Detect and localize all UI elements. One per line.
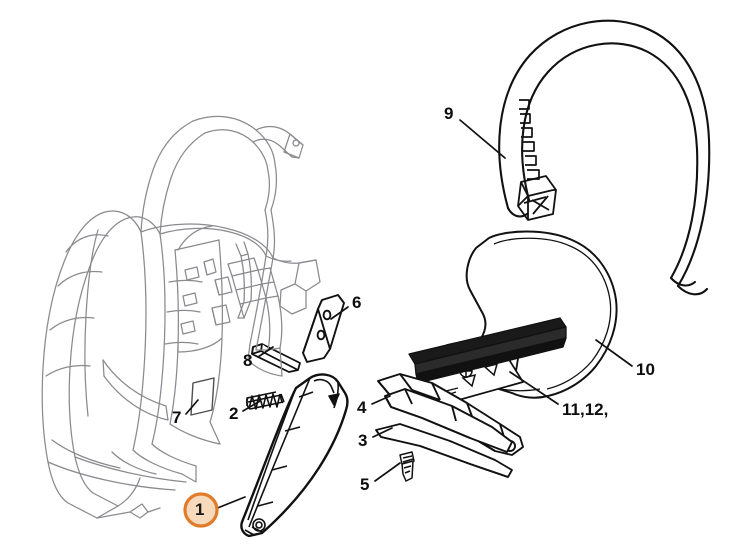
leader-line-9 (459, 119, 506, 159)
callout-1-marker[interactable] (183, 492, 219, 528)
leader-line-2 (242, 400, 261, 412)
callout-label-8: 8 (243, 351, 253, 370)
leader-line-1 (214, 496, 246, 510)
part-3-linkage-rod (375, 423, 513, 478)
callout-label-10: 10 (636, 360, 655, 379)
callout-label-1: 1 (195, 500, 205, 519)
part-9-mount-bracket (517, 175, 557, 221)
callout-label-6: 6 (352, 293, 362, 312)
callout-label-4: 4 (357, 398, 367, 417)
callout-label-2: 2 (229, 404, 239, 423)
callout-label-7: 7 (172, 408, 182, 427)
handle-housing-shell (41, 115, 321, 519)
leader-line-10 (595, 339, 633, 367)
part-2-compression-spring (246, 391, 285, 410)
leader-line-7 (185, 399, 199, 415)
leader-line-6 (330, 306, 349, 320)
guide-bar-rail (408, 317, 567, 384)
callout-label-5: 5 (360, 475, 370, 494)
leader-line-5 (374, 462, 401, 482)
part-1-chain-brake-lever (240, 373, 349, 538)
leader-lines (185, 119, 633, 510)
part-6-metal-bracket (302, 294, 345, 363)
part-9-ratchet-teeth (519, 99, 540, 180)
leader-line-4 (371, 395, 391, 405)
leader-line-8 (257, 346, 274, 358)
part-4-upper-link (384, 388, 513, 453)
leader-line-11-12 (509, 371, 559, 405)
leader-line-3 (372, 427, 393, 438)
part-5-screw (399, 451, 415, 482)
callout-label-3: 3 (358, 431, 368, 450)
callout-label-11-12: 11,12, (562, 400, 609, 419)
part-1-lever-detail (244, 377, 340, 536)
callout-label-9: 9 (444, 104, 454, 123)
part-7-shim-plate (190, 377, 215, 416)
part-8-pivot-pin (251, 343, 301, 373)
